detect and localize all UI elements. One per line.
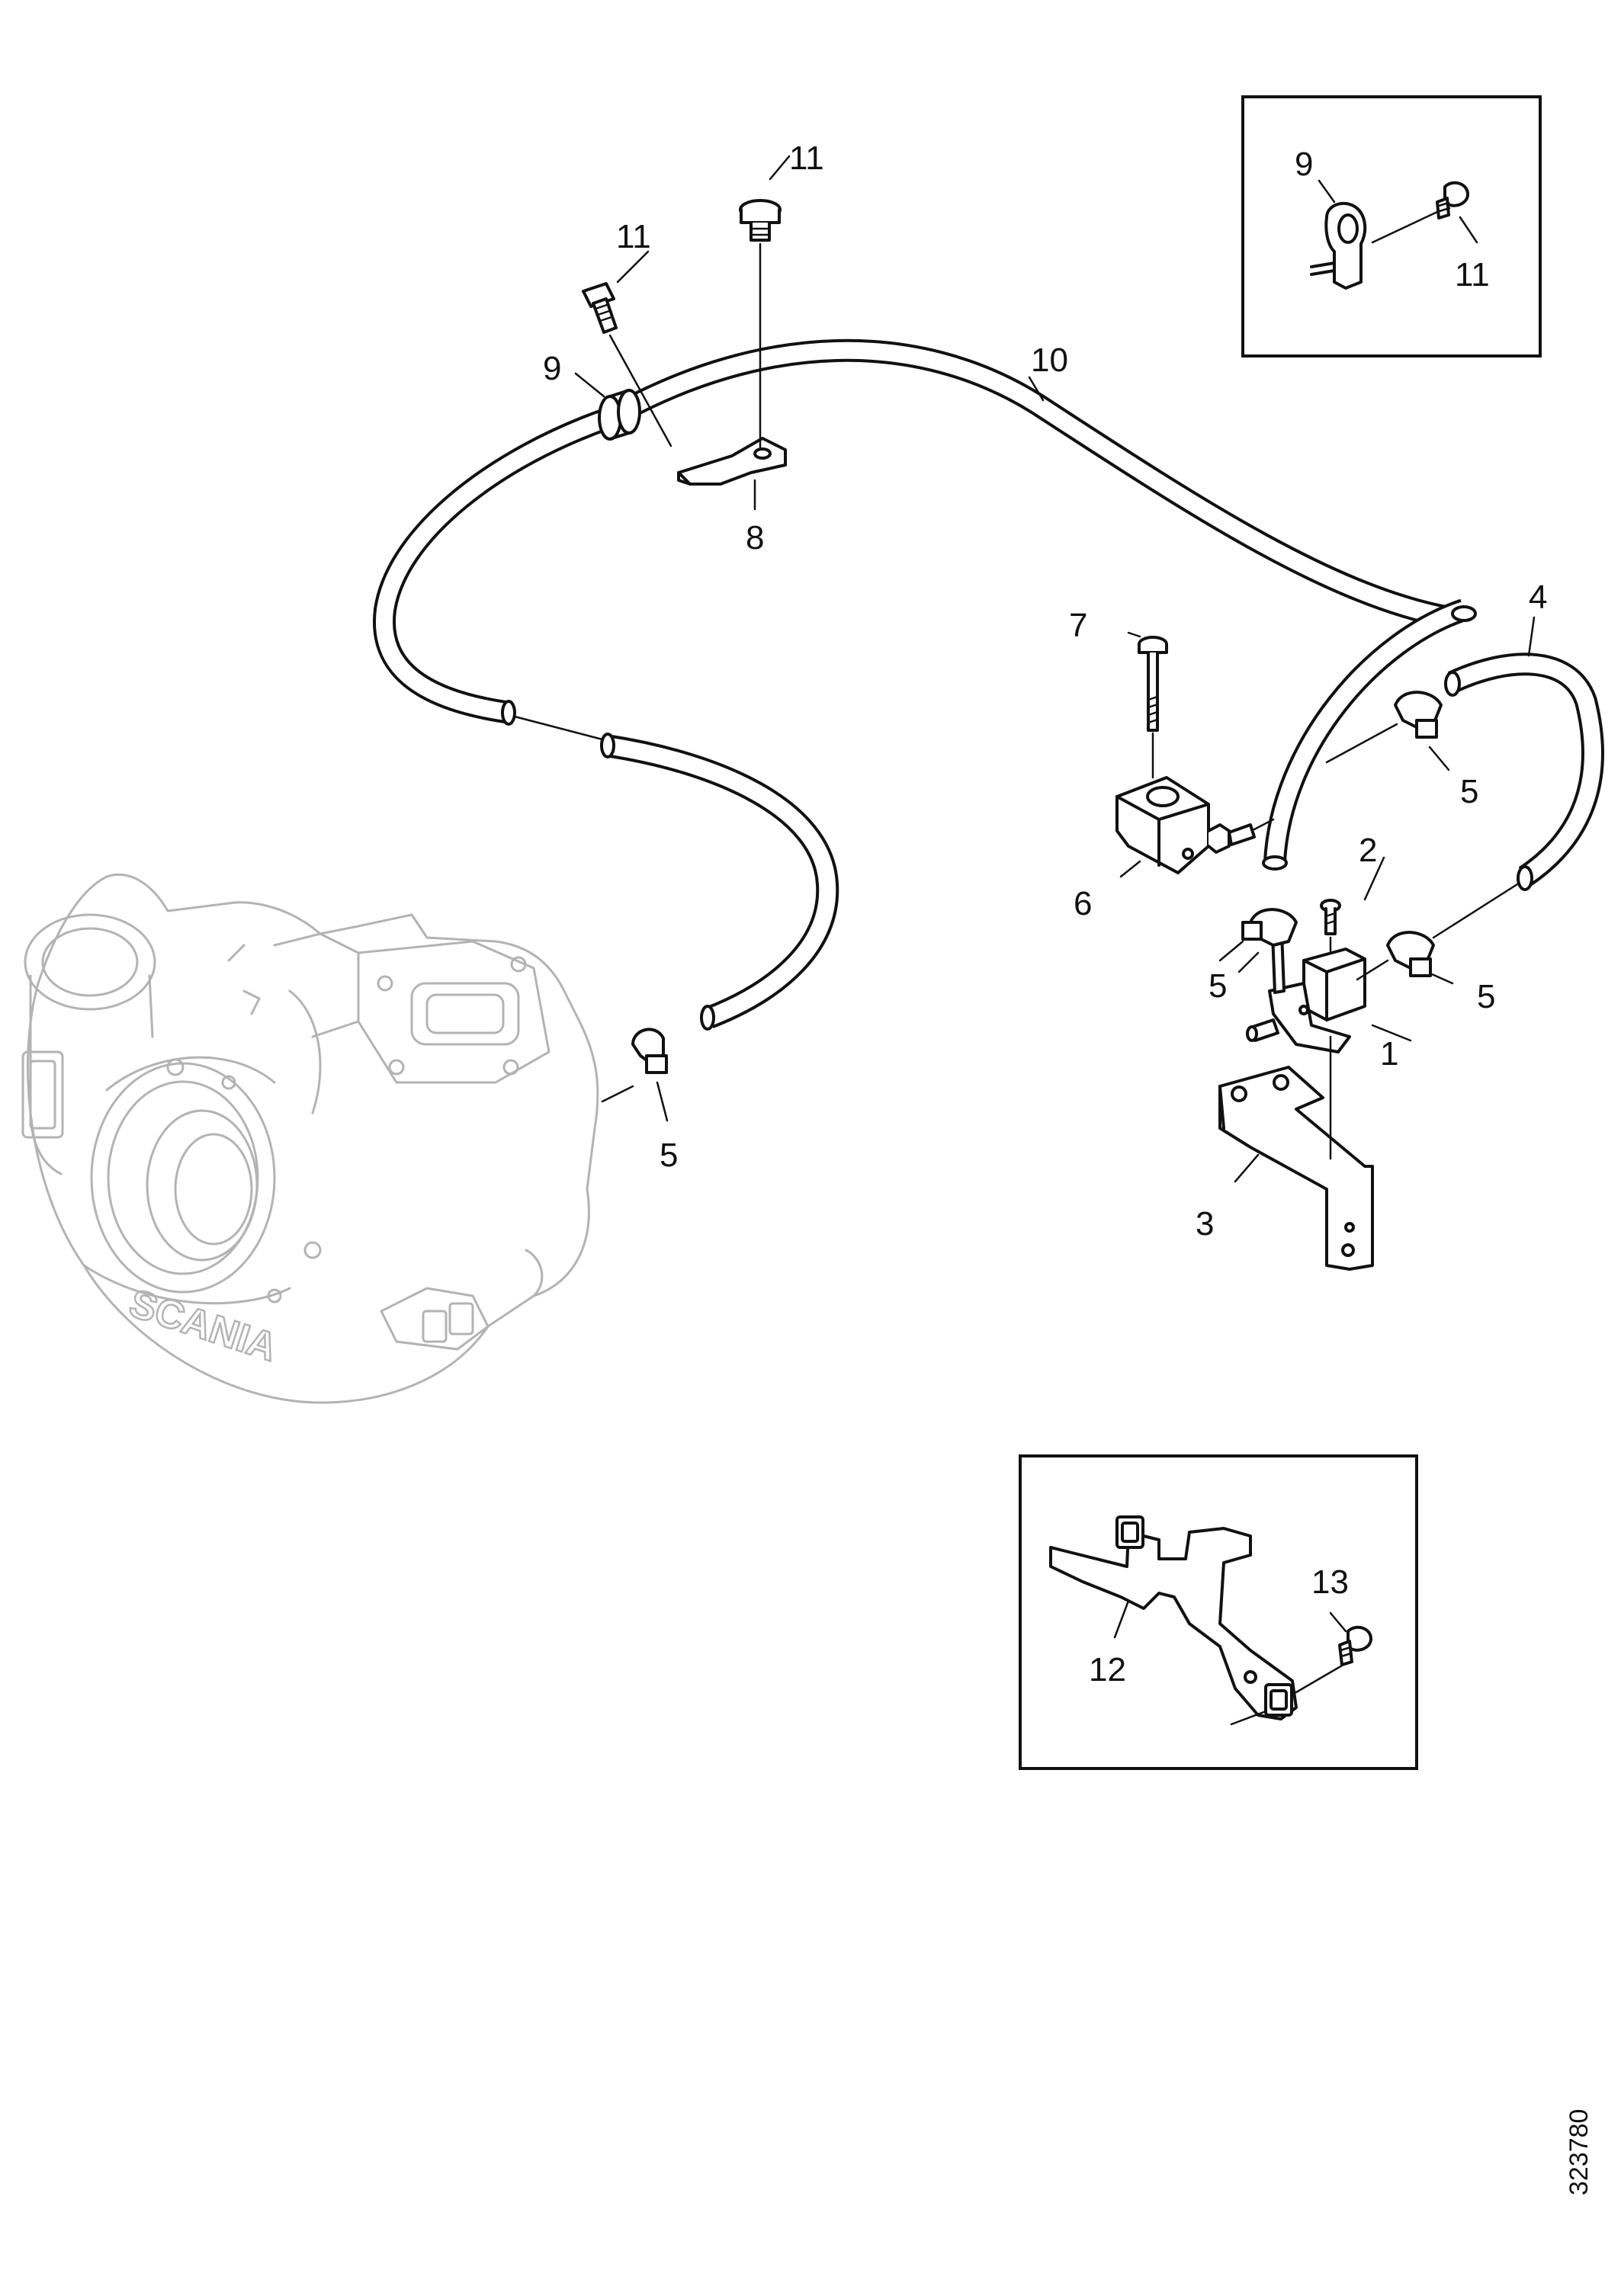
callout-13: 13 xyxy=(1311,1563,1349,1601)
callout-4: 4 xyxy=(1529,579,1547,616)
callout-5-right-lower: 5 xyxy=(1477,978,1495,1015)
valve-bracket-3 xyxy=(1218,1035,1374,1271)
callout-leader-lines xyxy=(574,155,1536,1639)
long-bolt-7 xyxy=(1138,636,1168,779)
scania-logo-text: SCANIA xyxy=(123,1280,283,1371)
callout-labels: 1 2 3 4 5 5 5 5 6 7 8 9 9 10 11 11 11 12… xyxy=(543,139,1547,1688)
hose-clamp-5-left xyxy=(1218,908,1298,962)
callout-11-top: 11 xyxy=(789,139,824,177)
flange-bolt-11-top xyxy=(739,199,782,451)
callout-5-right-upper: 5 xyxy=(1460,773,1478,810)
flange-bolt-11-left xyxy=(582,282,672,447)
svg-text:SCANIA: SCANIA xyxy=(124,1281,283,1371)
clamp-block-6 xyxy=(1115,776,1275,874)
vacuum-hose-10 xyxy=(373,338,1477,1031)
hose-clamp-5-right-upper xyxy=(1325,691,1443,764)
callout-5-left: 5 xyxy=(1209,967,1227,1005)
callout-5-turbo: 5 xyxy=(660,1137,678,1174)
vacuum-hose-4 xyxy=(1444,653,1604,891)
detail-inset-bracket xyxy=(1019,1454,1418,1770)
callout-11-left: 11 xyxy=(616,218,651,255)
callout-8: 8 xyxy=(746,519,764,556)
solenoid-valve-1 xyxy=(1246,912,1366,1053)
callout-9-inset: 9 xyxy=(1295,146,1313,183)
callout-3: 3 xyxy=(1196,1205,1214,1243)
callout-9-main: 9 xyxy=(543,350,561,387)
callout-11-inset: 11 xyxy=(1455,256,1490,293)
callout-2: 2 xyxy=(1359,832,1377,869)
hose-clamp-5-right-lower xyxy=(1356,883,1519,981)
detail-inset-grommet xyxy=(1241,95,1542,358)
hose-grommet-9 xyxy=(598,389,641,441)
screw-2 xyxy=(1320,899,1341,958)
mounting-bracket-8 xyxy=(677,437,787,486)
turbocharger-ghost: SCANIA xyxy=(21,873,599,1404)
callout-7: 7 xyxy=(1069,607,1087,644)
callout-12: 12 xyxy=(1089,1651,1126,1688)
callout-1: 1 xyxy=(1380,1035,1398,1073)
callout-6: 6 xyxy=(1074,885,1092,922)
callout-10: 10 xyxy=(1031,342,1068,379)
hose-clamp-5-turbo xyxy=(601,1028,668,1103)
drawing-reference-number: 323780 xyxy=(1565,2108,1594,2195)
